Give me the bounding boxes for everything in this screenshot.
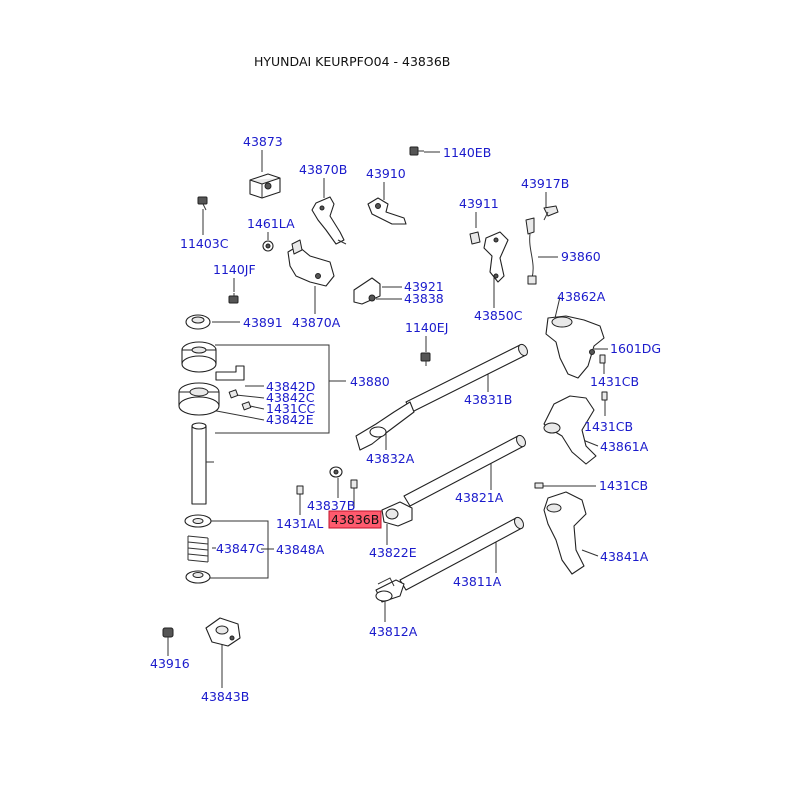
label-43811A[interactable]: 43811A (453, 574, 502, 589)
label-1140EJ[interactable]: 1140EJ (405, 320, 448, 335)
label-11403C[interactable]: 11403C (180, 236, 229, 251)
label-1431CC[interactable]: 1431CC (266, 401, 316, 416)
label-43812A[interactable]: 43812A (369, 624, 418, 639)
page-title: HYUNDAI KEURPFO04 - 43836B (254, 54, 450, 69)
label-43850C[interactable]: 43850C (474, 308, 523, 323)
bushing-1461LA (262, 240, 274, 252)
pins-43842 (228, 389, 252, 411)
bracket-43870B (311, 196, 347, 245)
lug-43812A (375, 577, 405, 603)
clamp-43891 (185, 314, 211, 330)
rubber-block-43873 (249, 173, 281, 199)
label-43843B[interactable]: 43843B (201, 689, 249, 704)
pin-1431AL (296, 485, 304, 495)
label-1461LA[interactable]: 1461LA (247, 216, 295, 231)
label-43873[interactable]: 43873 (243, 134, 283, 149)
leader-lines (167, 150, 608, 688)
label-43891[interactable]: 43891 (243, 315, 283, 330)
lug-43832A (355, 401, 415, 451)
label-43838[interactable]: 43838 (404, 291, 444, 306)
bracket-43870A (287, 239, 335, 287)
fork-43861A (543, 395, 597, 465)
label-43842C[interactable]: 43842C (266, 390, 315, 405)
label-93860[interactable]: 93860 (561, 249, 601, 264)
label-43836B[interactable]: 43836B (331, 512, 379, 527)
label-43821A[interactable]: 43821A (455, 490, 504, 505)
label-1431AL[interactable]: 1431AL (276, 516, 323, 531)
fork-43862A (545, 315, 605, 379)
bracket-43850C (483, 231, 509, 283)
bolt-43916 (162, 627, 174, 642)
label-43847C[interactable]: 43847C (216, 541, 265, 556)
label-43911[interactable]: 43911 (459, 196, 499, 211)
lever-assembly-43880 (178, 341, 245, 505)
bracket-43843B (205, 617, 241, 647)
label-43832A[interactable]: 43832A (366, 451, 415, 466)
bolt-1140JF (228, 293, 239, 304)
highlight-box (328, 510, 382, 529)
bracket-43910 (367, 197, 407, 225)
bolt-43917B (543, 205, 559, 221)
label-43916[interactable]: 43916 (150, 656, 190, 671)
small-parts-right (534, 349, 608, 489)
label-1140JF[interactable]: 1140JF (213, 262, 256, 277)
plate-43921 (353, 277, 381, 305)
shaft-43821A (403, 434, 526, 507)
label-43842D[interactable]: 43842D (266, 379, 315, 394)
label-1140EB[interactable]: 1140EB (443, 145, 491, 160)
label-43841A[interactable]: 43841A (600, 549, 649, 564)
bolt-43837B (329, 466, 358, 489)
clip-43911 (469, 231, 481, 245)
label-43910[interactable]: 43910 (366, 166, 406, 181)
label-43862A[interactable]: 43862A (557, 289, 606, 304)
label-43861A[interactable]: 43861A (600, 439, 649, 454)
label-43837B[interactable]: 43837B (307, 498, 355, 513)
label-43848A[interactable]: 43848A (276, 542, 325, 557)
sensor-93860 (525, 217, 537, 285)
bolt-1140EB (409, 146, 424, 156)
label-43822E[interactable]: 43822E (369, 545, 417, 560)
label-43870A[interactable]: 43870A (292, 315, 341, 330)
part-labels: 43873 1140EB 43870B 43910 43917B 11403C … (150, 134, 661, 704)
label-1431CB-b[interactable]: 1431CB (584, 419, 633, 434)
shaft-43811A (399, 516, 525, 591)
label-1431CB-c[interactable]: 1431CB (599, 478, 648, 493)
label-43870B[interactable]: 43870B (299, 162, 347, 177)
label-43842E[interactable]: 43842E (266, 412, 314, 427)
bolt-1140EJ (420, 352, 431, 366)
bolt-11403C (197, 196, 208, 211)
label-43831B[interactable]: 43831B (464, 392, 512, 407)
fork-43841A (543, 491, 587, 575)
part-43836B-highlight[interactable] (328, 510, 382, 529)
lug-43822E (381, 501, 413, 527)
spring-set-43848A (184, 514, 212, 584)
label-43917B[interactable]: 43917B (521, 176, 569, 191)
label-1431CB-a[interactable]: 1431CB (590, 374, 639, 389)
label-43921[interactable]: 43921 (404, 279, 444, 294)
label-1601DG[interactable]: 1601DG (610, 341, 661, 356)
label-43880[interactable]: 43880 (350, 374, 390, 389)
